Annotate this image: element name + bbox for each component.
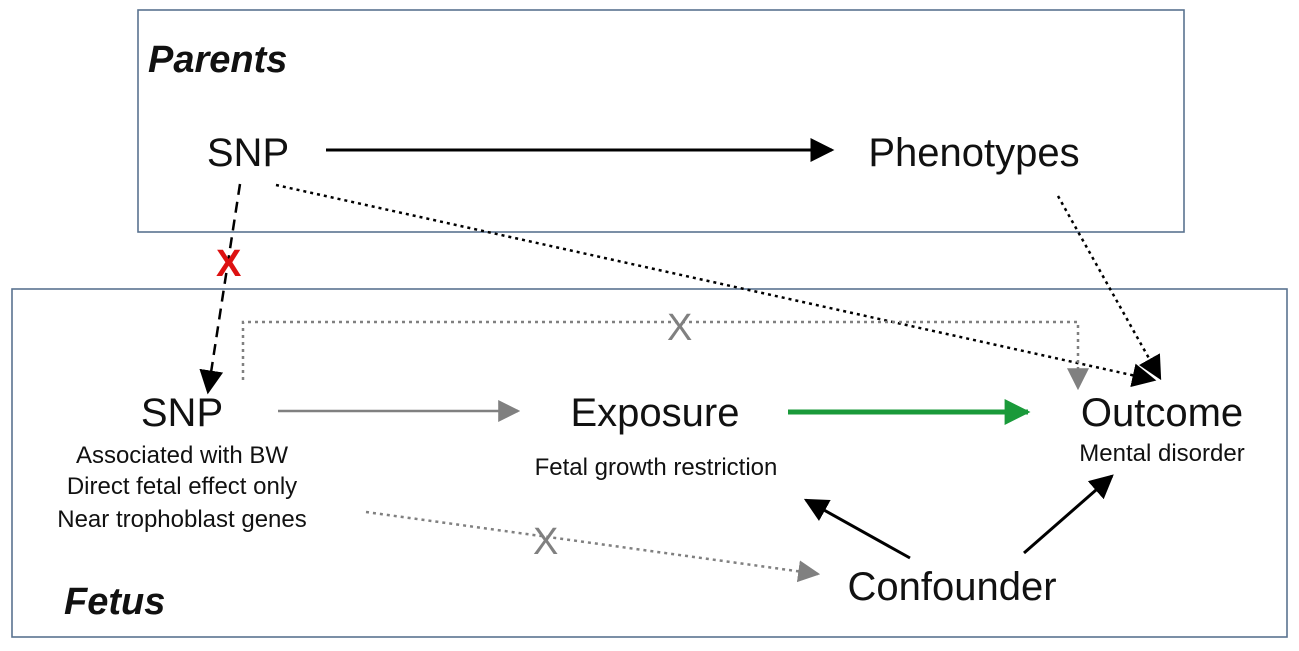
arrow-parent-snp-to-outcome [275, 183, 1157, 388]
arrow-fetal-snp-to-outcome-bracket [241, 320, 1089, 391]
parents-box [137, 9, 1185, 233]
arrow-confounder-to-outcome [1023, 474, 1114, 555]
arrow-phenotypes-to-outcome [1056, 195, 1162, 381]
arrow-parent-snp-to-fetal-snp [199, 183, 242, 395]
fetal-snp-note-3: Near trophoblast genes [57, 506, 307, 533]
blocked-path-grey-x-bottom: X [533, 521, 558, 563]
outcome-note: Mental disorder [1079, 440, 1244, 467]
fetus-box [11, 288, 1288, 638]
exposure-note: Fetal growth restriction [535, 454, 778, 481]
blocked-path-grey-x-top: X [667, 307, 692, 349]
fetal-snp-note-1: Associated with BW [76, 442, 288, 469]
parents-title: Parents [148, 39, 287, 81]
outcome-label: Outcome [1081, 391, 1243, 435]
fetus-title: Fetus [64, 581, 165, 623]
parent-snp-label: SNP [207, 131, 289, 175]
confounder-label: Confounder [847, 565, 1056, 609]
fetal-snp-note-2: Direct fetal effect only [67, 473, 297, 500]
phenotypes-label: Phenotypes [868, 131, 1079, 175]
arrow-confounder-to-exposure [803, 498, 911, 560]
fetal-snp-label: SNP [141, 391, 223, 435]
arrow-fetal-snp-to-confounder [365, 510, 821, 583]
exposure-label: Exposure [571, 391, 740, 435]
blocked-path-red-x: X [216, 243, 242, 285]
